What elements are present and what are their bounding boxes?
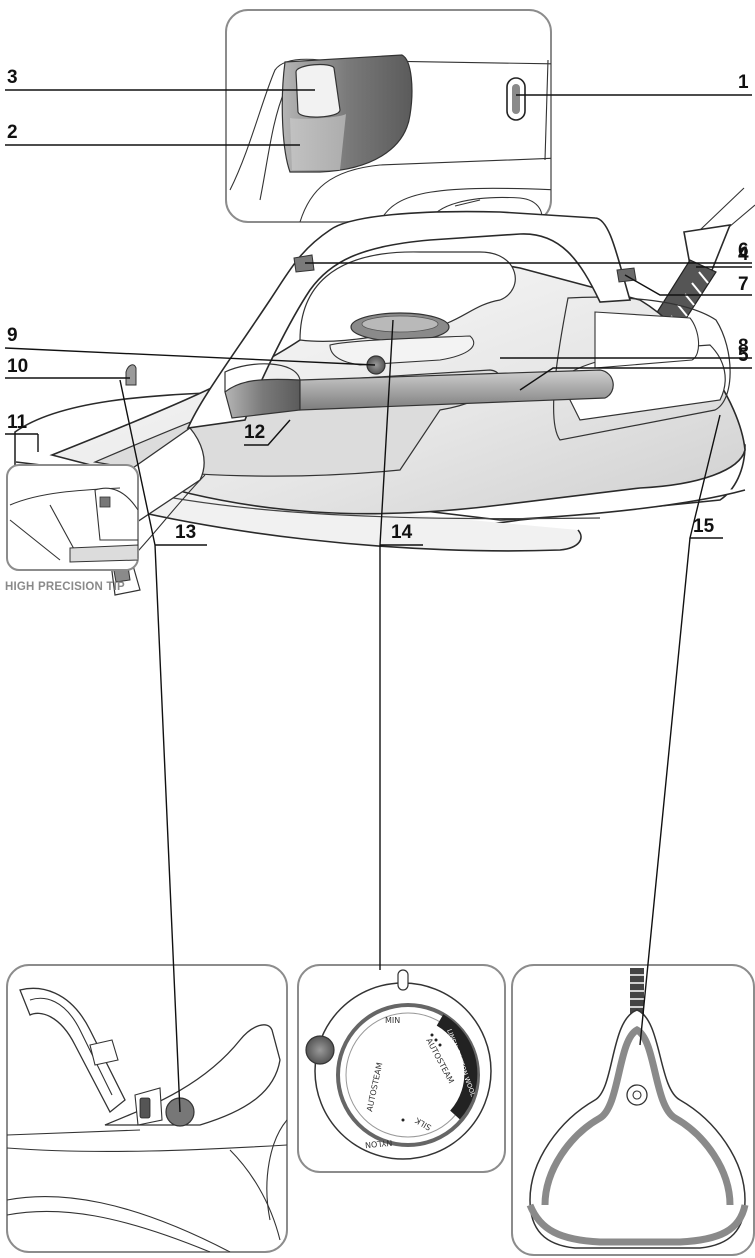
callout-numbers: 1 3 2 4 5 6 7 8 9 10 11 12 13 14 15 — [7, 67, 749, 543]
dial-side-knob — [305, 1035, 335, 1065]
callout-14: 14 — [391, 522, 413, 543]
front-detail-inset — [6, 964, 288, 1253]
handle-detail-inset — [225, 9, 552, 223]
callout-13: 13 — [175, 522, 196, 543]
callout-11: 11 — [7, 412, 28, 433]
callout-1: 1 — [738, 72, 749, 93]
iron-illustration — [14, 187, 755, 596]
callout-12: 12 — [244, 422, 265, 443]
callout-6: 6 — [738, 240, 749, 261]
callout-15: 15 — [693, 516, 715, 537]
callout-9: 9 — [7, 325, 18, 346]
temperature-dial-inset: MIN AUTOSTEAM AUTOSTEAM LINEN COTTON WOO… — [297, 964, 506, 1173]
callout-3: 3 — [7, 67, 18, 88]
callout-5: 5 — [738, 345, 749, 366]
callout-7: 7 — [738, 274, 749, 295]
callout-leaders — [4, 89, 752, 1113]
callout-4: 4 — [738, 244, 749, 265]
callout-8: 8 — [738, 336, 749, 357]
dial-nylon-label: NYLON — [365, 1138, 393, 1149]
high-precision-tip-inset: HIGH PRECISION TIP — [5, 464, 139, 593]
callout-2: 2 — [7, 122, 18, 143]
heel-detail-inset — [511, 964, 755, 1256]
callout-10: 10 — [7, 356, 28, 377]
dial-min-label: MIN — [385, 1016, 400, 1025]
high-precision-tip-caption: HIGH PRECISION TIP — [5, 581, 125, 593]
